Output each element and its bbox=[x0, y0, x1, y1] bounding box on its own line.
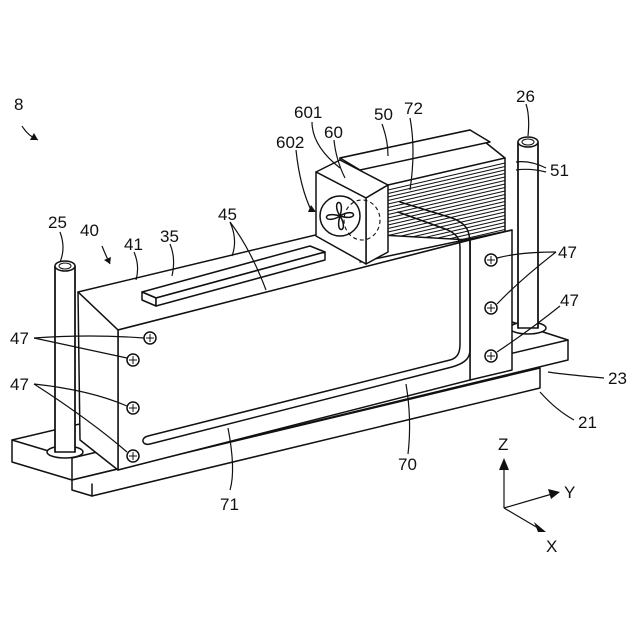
label-41: 41 bbox=[124, 235, 143, 254]
label-45: 45 bbox=[218, 205, 237, 224]
axis-label-z: Z bbox=[498, 435, 508, 454]
label-70: 70 bbox=[398, 455, 417, 474]
label-50: 50 bbox=[374, 105, 393, 124]
pipe-26 bbox=[510, 137, 546, 334]
label-71: 71 bbox=[220, 495, 239, 514]
label-47-right-top: 47 bbox=[558, 243, 577, 262]
label-602: 602 bbox=[276, 133, 304, 152]
axis-label-x: X bbox=[546, 537, 557, 556]
label-51: 51 bbox=[550, 161, 569, 180]
label-25: 25 bbox=[48, 213, 67, 232]
label-35: 35 bbox=[160, 227, 179, 246]
label-72: 72 bbox=[404, 99, 423, 118]
label-601: 601 bbox=[294, 103, 322, 122]
axis-indicator bbox=[499, 458, 560, 532]
label-47-left-top: 47 bbox=[10, 329, 29, 348]
label-40: 40 bbox=[80, 221, 99, 240]
label-8: 8 bbox=[14, 95, 23, 114]
label-21: 21 bbox=[578, 413, 597, 432]
label-23: 23 bbox=[608, 369, 627, 388]
label-47-left-bottom: 47 bbox=[10, 375, 29, 394]
axis-label-y: Y bbox=[564, 483, 575, 502]
label-26: 26 bbox=[516, 87, 535, 106]
label-60: 60 bbox=[324, 123, 343, 142]
label-47-right-bottom: 47 bbox=[560, 291, 579, 310]
